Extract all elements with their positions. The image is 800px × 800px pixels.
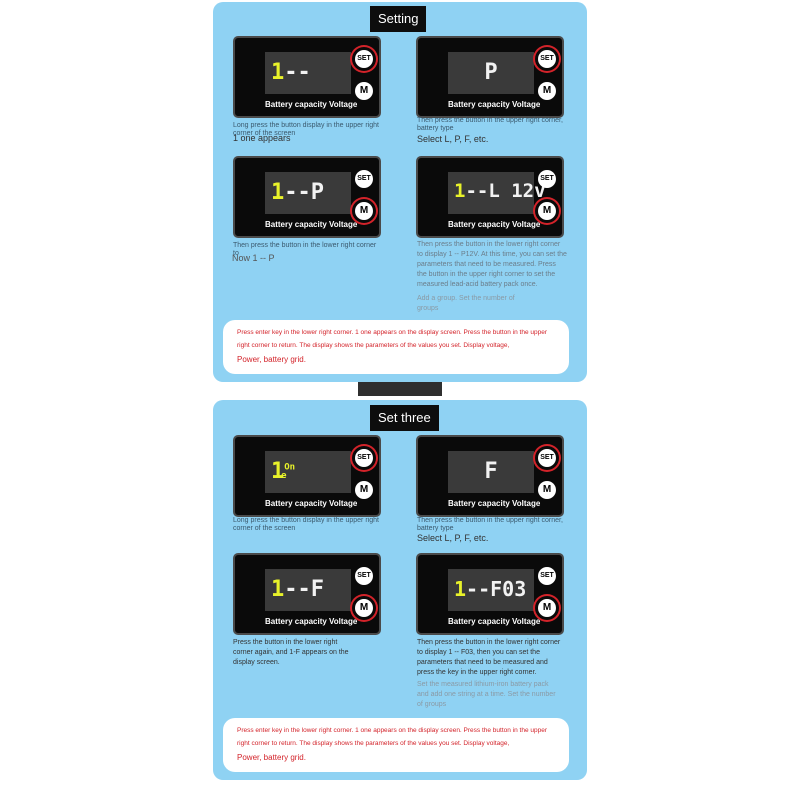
m-button[interactable]: M (355, 599, 373, 617)
caption-detail: Then press the button in the lower right… (417, 241, 567, 288)
m-button[interactable]: M (355, 481, 373, 499)
caption-small: Then press the button in the lower right… (233, 242, 377, 257)
m-button[interactable]: M (538, 481, 556, 499)
section-title: Setting (370, 6, 427, 32)
caption-detail: Then press the button in the lower right… (417, 639, 561, 676)
note-text: Press enter key in the lower right corne… (237, 329, 548, 349)
device-2: P Battery capacity Voltage SET M (416, 36, 564, 118)
caption-small: Then press the button in the upper right… (417, 117, 563, 132)
device-display: 1One (265, 451, 351, 493)
caption-main: Now 1 -- P (232, 253, 275, 263)
note-end: Power, battery grid. (237, 355, 306, 364)
device-label: Battery capacity Voltage (265, 100, 358, 109)
set-button[interactable]: SET (538, 50, 556, 68)
caption-main: Select L, P, F, etc. (417, 134, 489, 144)
device-4: 1--L 12v Battery capacity Voltage SET M (416, 156, 564, 238)
note-text: Press enter key in the lower right corne… (237, 727, 548, 747)
caption-extra: Add a group. Set the number of groups (417, 295, 515, 312)
caption-main: 1 one appears (233, 133, 291, 143)
instruction-note: Press enter key in the lower right corne… (223, 718, 569, 772)
set-button[interactable]: SET (355, 50, 373, 68)
device-display: 1-- (265, 52, 351, 94)
set-button[interactable]: SET (538, 449, 556, 467)
device-4: 1--F03 Battery capacity Voltage SET M (416, 553, 564, 635)
device-label: Battery capacity Voltage (448, 499, 541, 508)
instruction-note: Press enter key in the lower right corne… (223, 320, 569, 374)
device-1: 1-- Battery capacity Voltage SET M (233, 36, 381, 118)
setting-panel: Setting 1-- Battery capacity Voltage SET… (213, 2, 587, 382)
set-button[interactable]: SET (355, 567, 373, 585)
divider-bar (358, 382, 442, 396)
set-three-panel: Set three 1One Battery capacity Voltage … (213, 400, 587, 780)
device-label: Battery capacity Voltage (448, 100, 541, 109)
device-display: 1--F03 (448, 569, 534, 611)
device-label: Battery capacity Voltage (448, 617, 541, 626)
device-display: 1--L 12v (448, 172, 546, 214)
device-3: 1--F Battery capacity Voltage SET M (233, 553, 381, 635)
caption-extra: Set the measured lithium-iron battery pa… (417, 681, 556, 708)
m-button[interactable]: M (538, 82, 556, 100)
device-label: Battery capacity Voltage (265, 617, 358, 626)
m-button[interactable]: M (355, 82, 373, 100)
set-button[interactable]: SET (538, 567, 556, 585)
device-label: Battery capacity Voltage (448, 220, 541, 229)
caption-small: Then press the button in the upper right… (417, 517, 563, 532)
device-2: F Battery capacity Voltage SET M (416, 435, 564, 517)
set-button[interactable]: SET (355, 449, 373, 467)
section-title: Set three (370, 405, 439, 431)
device-display: 1--F (265, 569, 351, 611)
device-3: 1--P Battery capacity Voltage SET M (233, 156, 381, 238)
device-display: P (448, 52, 534, 94)
device-label: Battery capacity Voltage (265, 499, 358, 508)
m-button[interactable]: M (355, 202, 373, 220)
m-button[interactable]: M (538, 599, 556, 617)
note-end: Power, battery grid. (237, 753, 306, 762)
device-display: 1--P (265, 172, 351, 214)
caption-detail: Press the button in the lower right corn… (233, 639, 349, 666)
device-display: F (448, 451, 534, 493)
caption-small: Long press the button display in the upp… (233, 517, 379, 532)
device-label: Battery capacity Voltage (265, 220, 358, 229)
device-1: 1One Battery capacity Voltage SET M (233, 435, 381, 517)
set-button[interactable]: SET (355, 170, 373, 188)
set-button[interactable]: SET (538, 170, 556, 188)
caption-main: Select L, P, F, etc. (417, 533, 489, 543)
caption-small: Long press the button display in the upp… (233, 122, 379, 137)
m-button[interactable]: M (538, 202, 556, 220)
